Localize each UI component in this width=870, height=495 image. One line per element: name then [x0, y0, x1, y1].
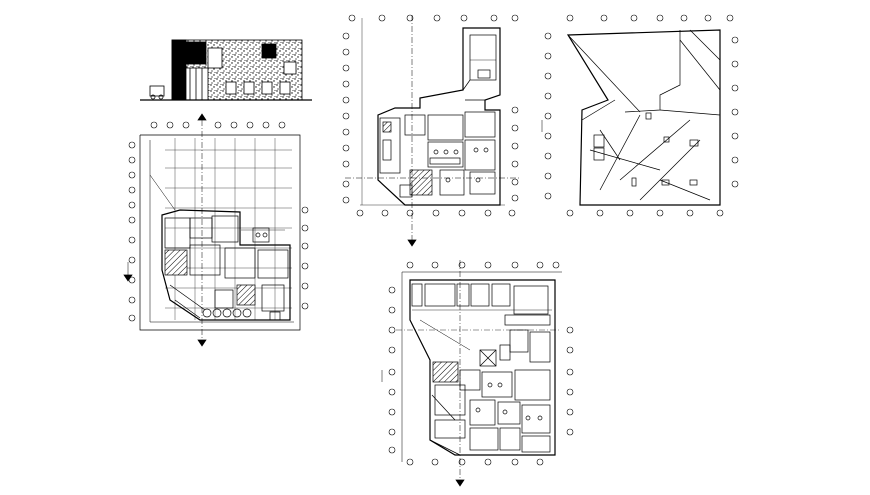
stair [236, 284, 256, 306]
elevation-window [243, 81, 255, 95]
stair [409, 169, 433, 196]
building-outline [409, 279, 556, 456]
parking-bay [424, 283, 456, 307]
elevation-window [279, 81, 291, 95]
roof-plan [541, 14, 739, 217]
upper-floor-plan [342, 14, 520, 247]
elevation-window [225, 81, 237, 95]
elevation-window [261, 81, 273, 95]
elevation-car [149, 85, 165, 97]
basement-plan [381, 260, 574, 487]
ground-floor-plan [123, 113, 309, 347]
stair [432, 361, 459, 383]
grid-bubbles [388, 261, 574, 466]
building-outline [161, 209, 291, 321]
roof-outline [566, 29, 721, 206]
grid-bubbles [544, 14, 739, 217]
elevation-window [185, 41, 207, 65]
grid-bubbles [128, 121, 309, 322]
elevation-entrance [185, 67, 209, 101]
building-outline [377, 27, 501, 206]
grid-bubbles [342, 14, 519, 217]
stair [164, 249, 188, 276]
structural-grid [165, 138, 292, 320]
elevation-dark-column [171, 39, 187, 101]
front-elevation [140, 39, 312, 101]
elevator-core [479, 349, 497, 367]
elevation-window [261, 43, 277, 59]
site-boundary [139, 134, 301, 331]
elevation-window [207, 47, 223, 69]
